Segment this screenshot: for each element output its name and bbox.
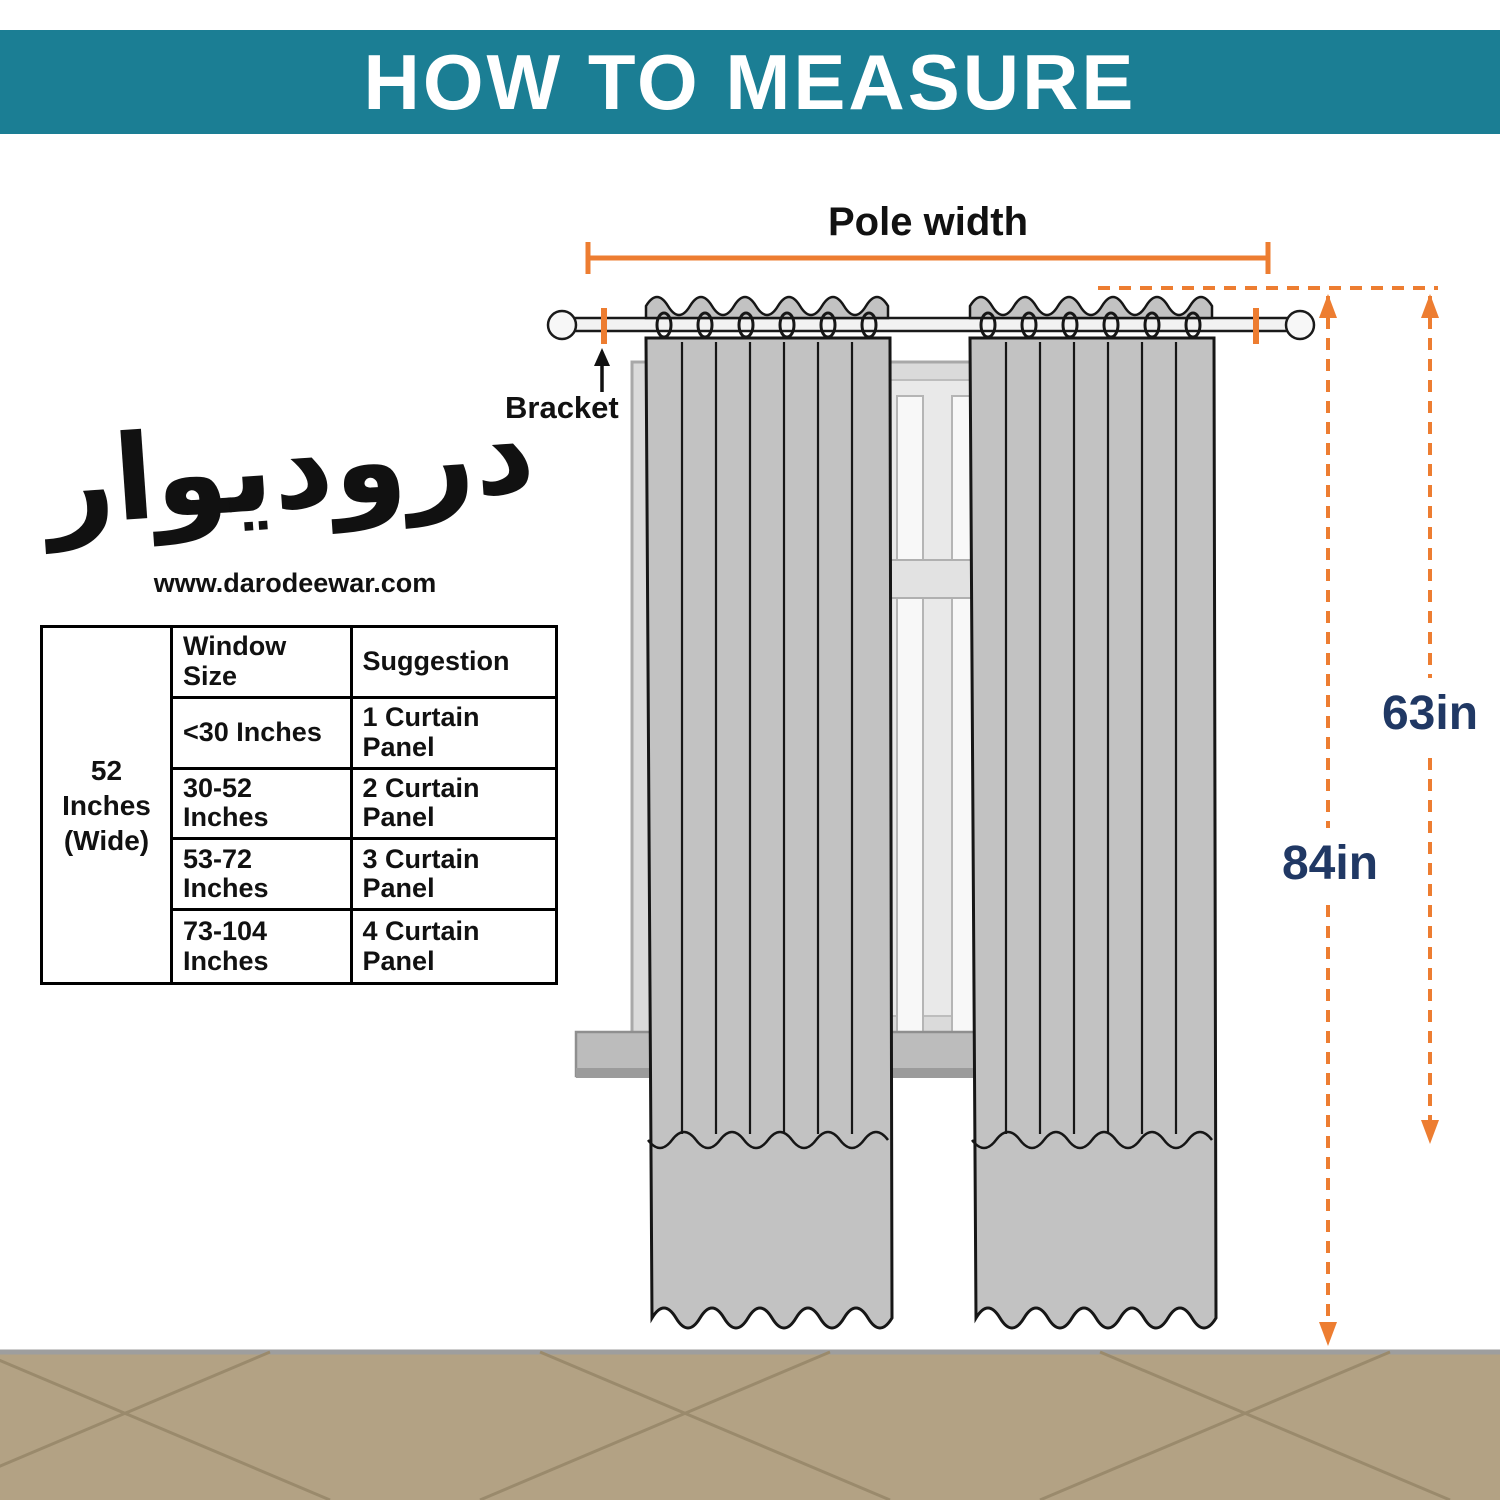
floor-tile-lines <box>0 1350 1451 1500</box>
measurement-lines <box>585 242 1439 1346</box>
table-row: 2 Curtain Panel <box>352 770 555 841</box>
curtain-folds-right <box>1004 342 1178 1134</box>
bracket-arrow <box>594 348 610 392</box>
logo-calligraphy: درودیوار <box>41 381 539 553</box>
curtain-panel-left <box>644 295 894 1330</box>
header-banner: HOW TO MEASURE <box>0 30 1500 134</box>
table-col-suggestion: Suggestion <box>352 628 555 699</box>
size-table: 52 Inches (Wide) Window Size Suggestion … <box>40 625 558 985</box>
height-84-line <box>1319 294 1337 1346</box>
curtain-panel-right <box>968 295 1218 1330</box>
bracket-label: Bracket <box>505 390 619 425</box>
height-63-label: 63in <box>1360 678 1500 749</box>
curtain-rings <box>655 311 1202 339</box>
floor <box>0 1349 1500 1500</box>
curtain-pole <box>546 308 1316 344</box>
table-col-window-size: Window Size <box>173 628 353 699</box>
table-row: 3 Curtain Panel <box>352 840 555 912</box>
table-row: 1 Curtain Panel <box>352 699 555 770</box>
table-row: 53-72 Inches <box>173 840 353 912</box>
table-row: 73-104 Inches <box>173 911 353 982</box>
pole-finial-left <box>546 309 578 341</box>
height-84-label: 84in <box>1262 828 1398 899</box>
logo-website: www.darodeewar.com <box>153 568 437 598</box>
curtain-folds-left <box>680 342 854 1134</box>
height-63-line <box>1421 294 1439 1144</box>
pole-width-label: Pole width <box>828 200 1028 244</box>
table-row: <30 Inches <box>173 698 353 770</box>
table-row: 30-52 Inches <box>173 769 353 841</box>
page-title: HOW TO MEASURE <box>363 37 1137 126</box>
pole-width-line <box>585 242 1271 274</box>
table-row: 4 Curtain Panel <box>362 915 480 976</box>
pole-finial-right <box>1284 309 1316 341</box>
table-width-header: 52 Inches (Wide) <box>43 628 173 982</box>
table-grid: Window Size Suggestion <30 Inches 1 Curt… <box>173 628 555 982</box>
